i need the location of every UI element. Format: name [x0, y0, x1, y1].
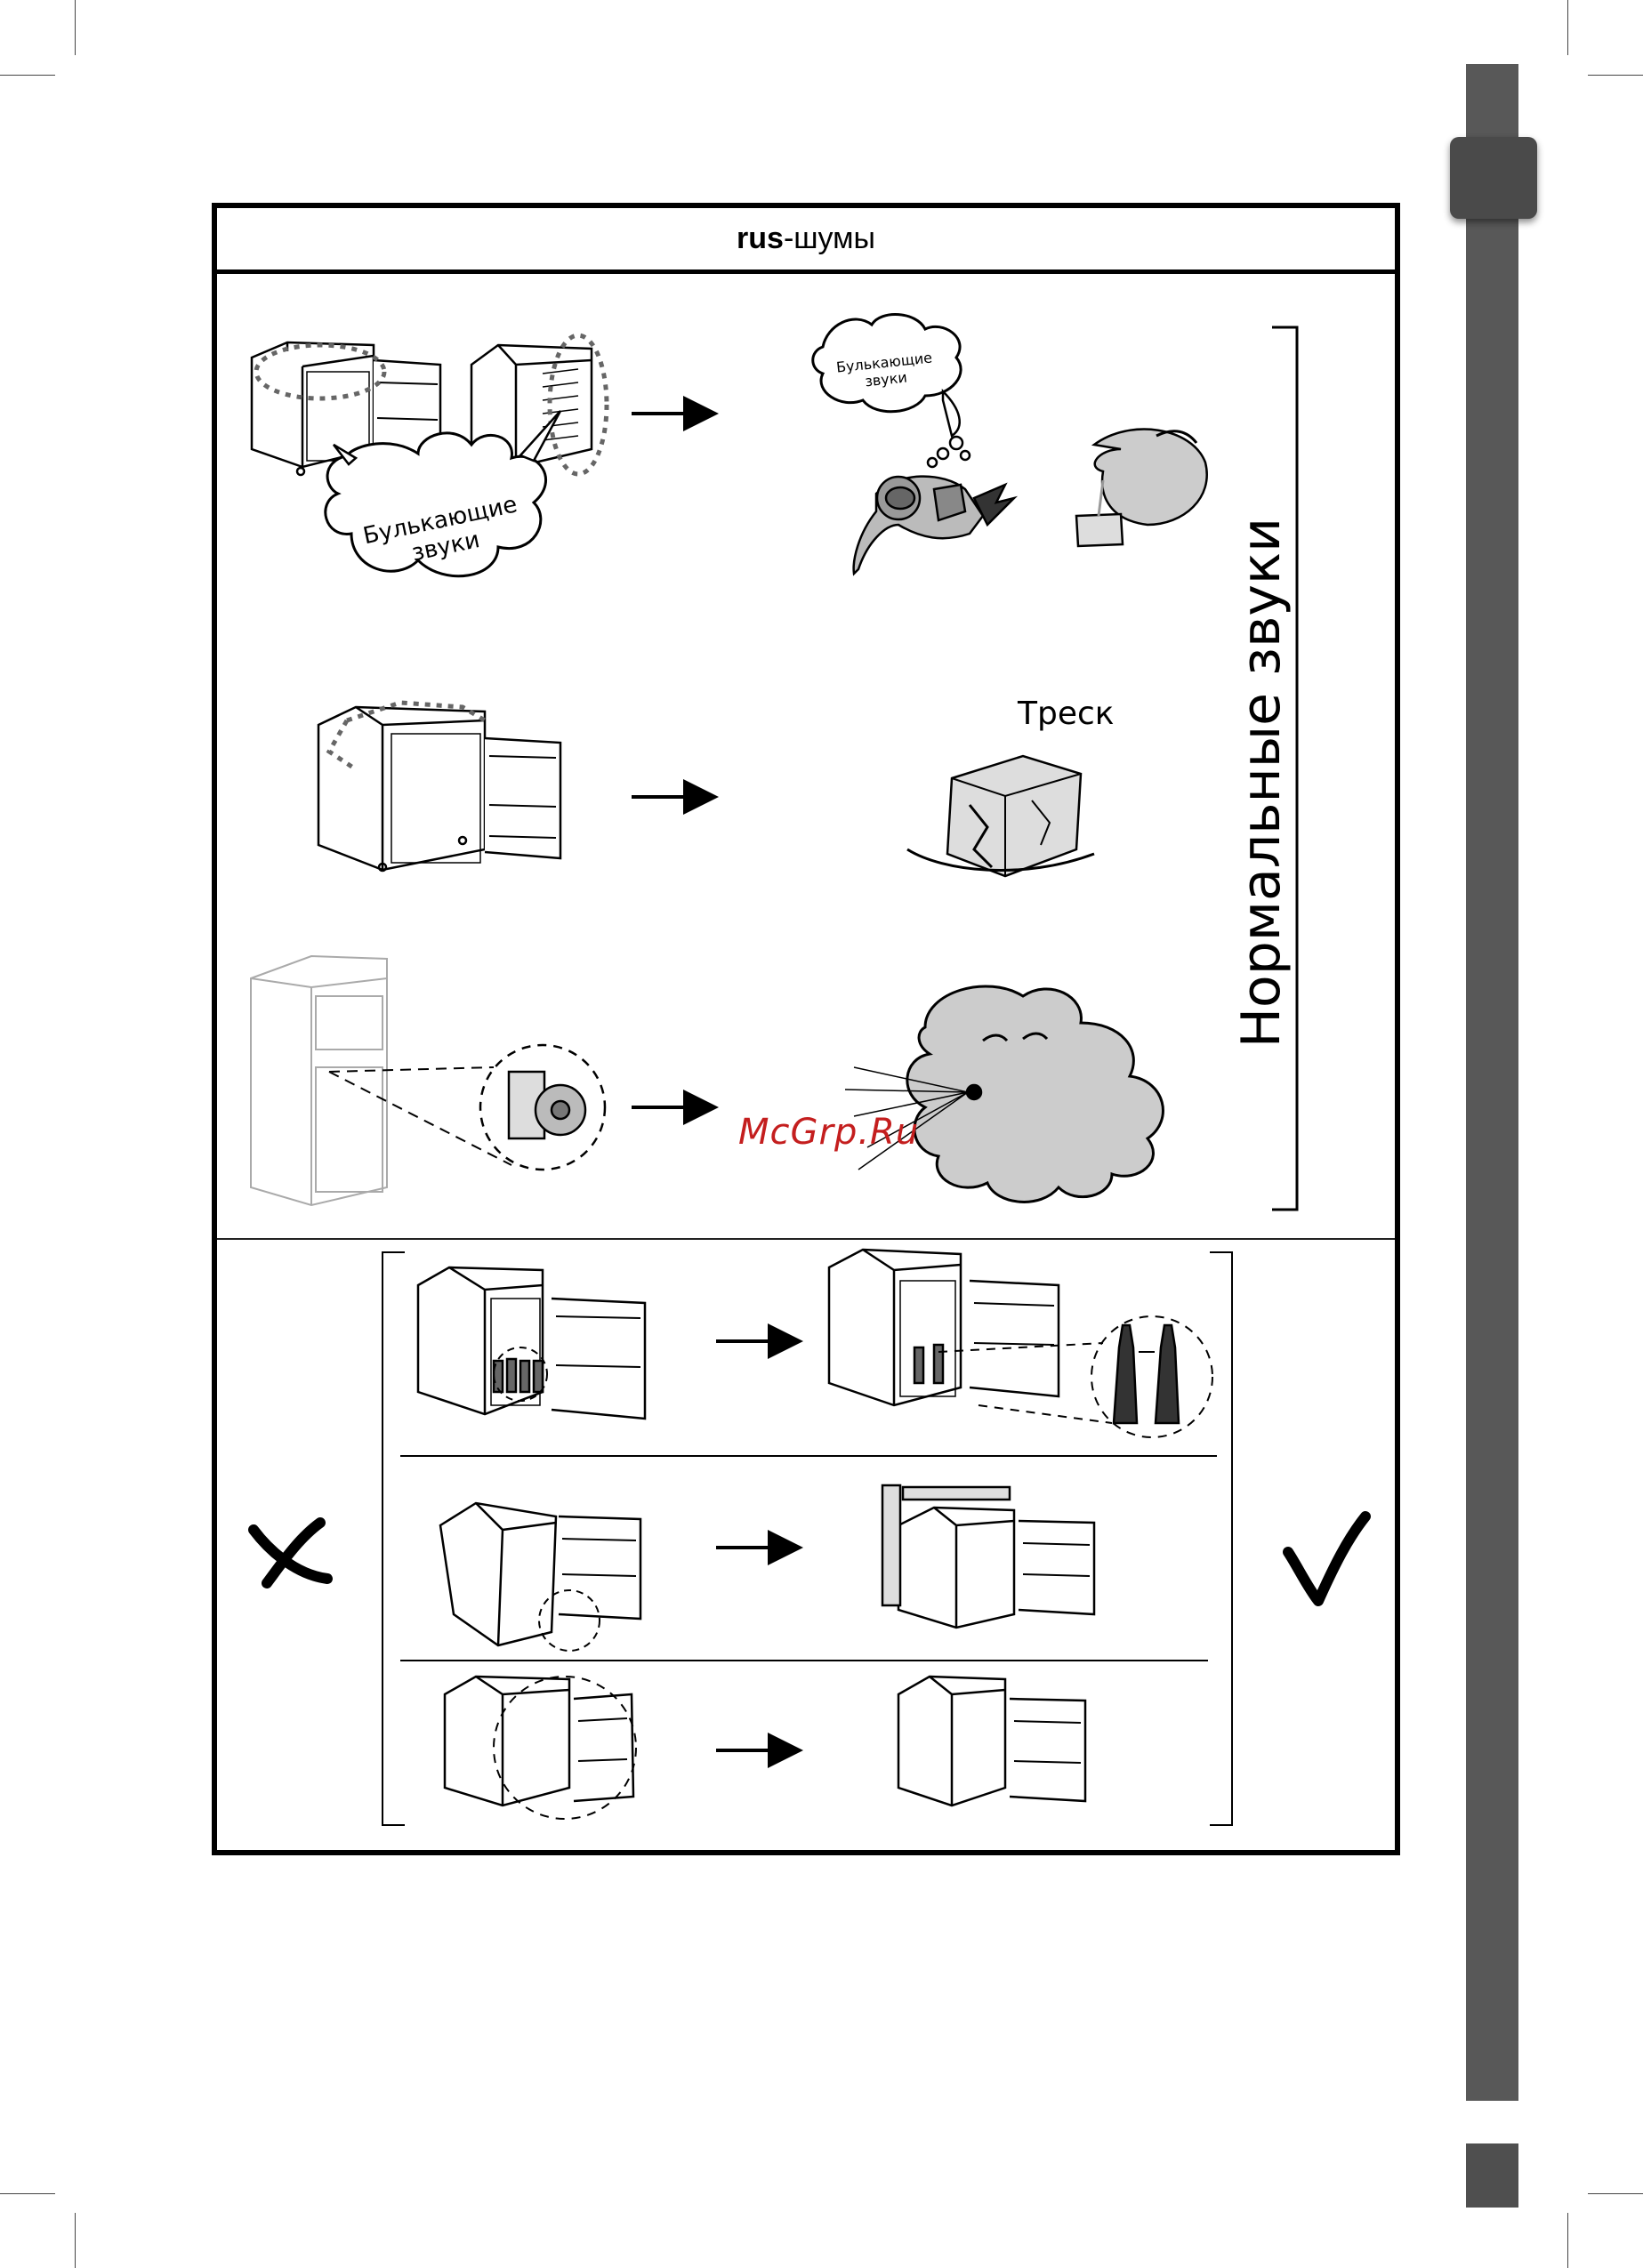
bracket-right — [1210, 1252, 1232, 1825]
checkmark-icon — [1288, 1516, 1365, 1601]
fridge-bottles-wrong-illustration — [418, 1267, 645, 1419]
cross-icon — [254, 1523, 327, 1583]
diver-illustration — [854, 477, 1014, 574]
fridge-open-illustration — [318, 703, 560, 871]
fridge-door-right-illustration — [898, 1677, 1085, 1806]
pitcher-illustration — [1076, 430, 1207, 546]
blowing-cloud-illustration — [845, 986, 1163, 1202]
crack-label: Треск — [1018, 696, 1115, 732]
fan-detail-illustration — [480, 1045, 605, 1170]
bracket-left — [383, 1252, 405, 1825]
watermark: McGrp.Ru — [738, 1112, 919, 1153]
fridge-door-wrong-illustration — [445, 1677, 636, 1819]
tall-fridge-illustration — [251, 956, 387, 1205]
fridge-level-right-illustration — [882, 1485, 1094, 1628]
fridge-bottles-right-illustration — [829, 1250, 1212, 1437]
callout-line — [329, 1067, 511, 1165]
side-label-normal-sounds: Нормальные звуки — [1230, 518, 1293, 1048]
ice-cube-crack-illustration — [867, 743, 1094, 876]
fridge-unlevel-wrong-illustration — [418, 1503, 654, 1651]
